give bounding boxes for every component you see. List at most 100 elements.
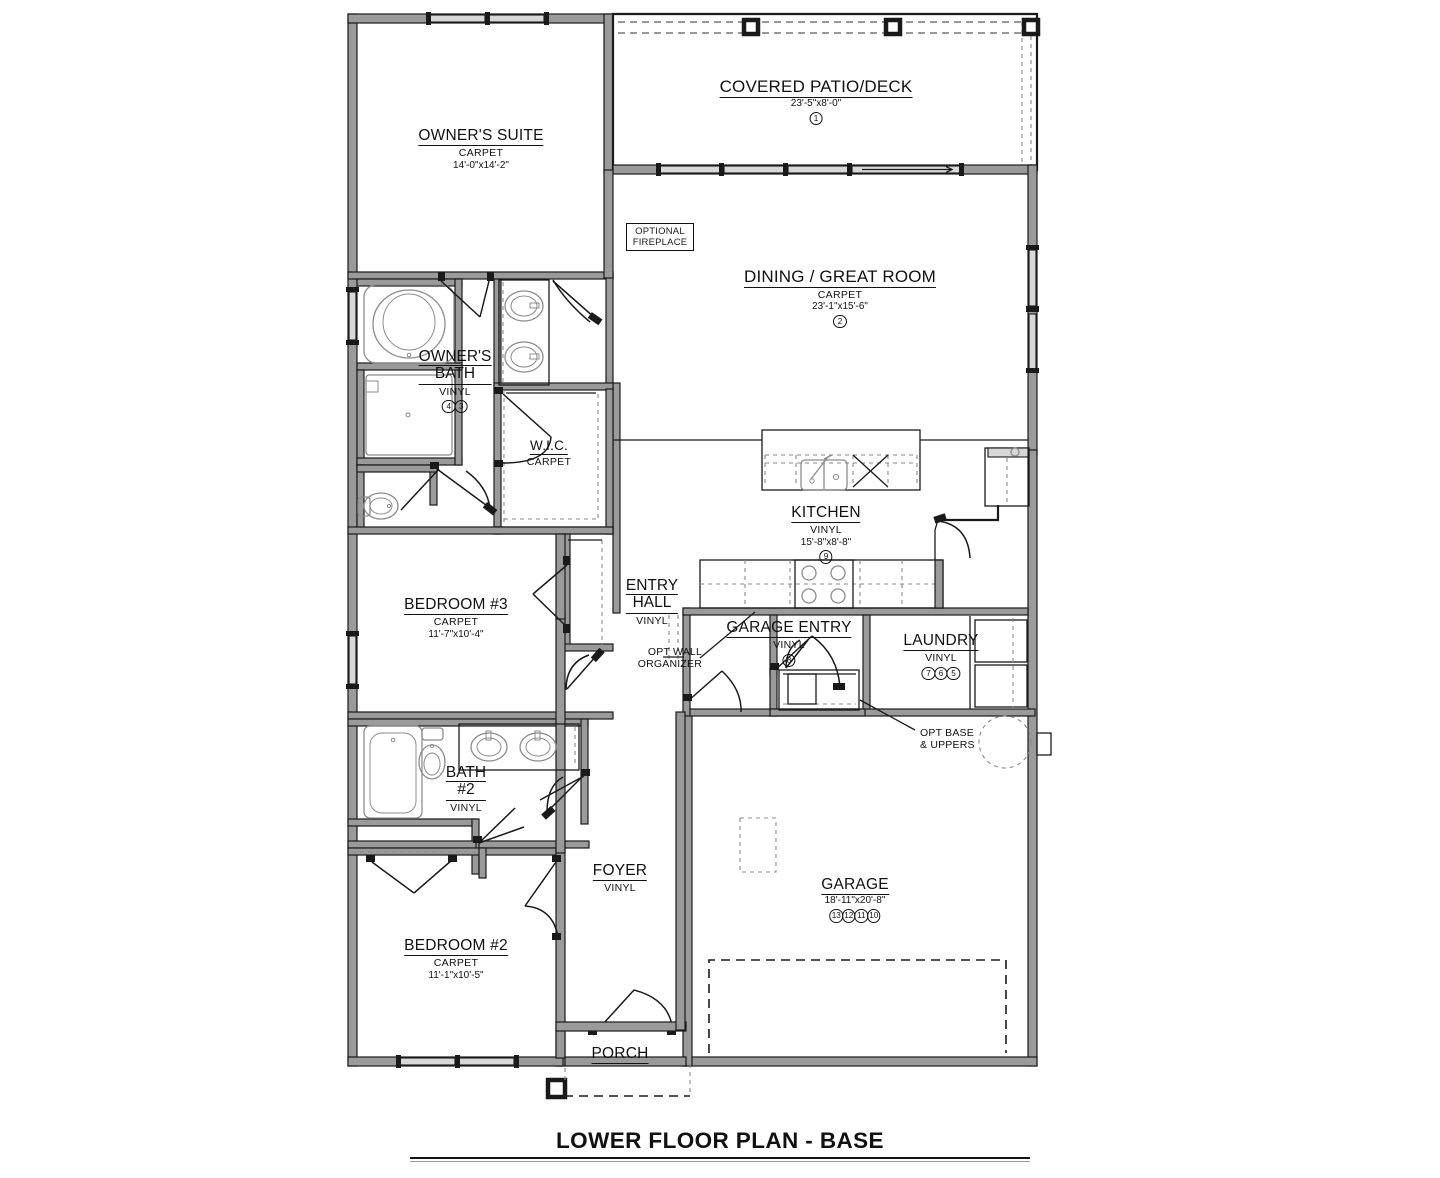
room-finish: VINYL — [439, 385, 471, 398]
room-key: 10 — [867, 909, 881, 923]
bath2-tub — [363, 725, 423, 819]
porch-post — [545, 1077, 568, 1100]
note-line2: FIREPLACE — [632, 237, 688, 248]
door-bath2 — [539, 769, 590, 820]
owners-bath-shower — [365, 374, 453, 456]
room-dimensions: 18'-11"x20'-8" — [824, 895, 886, 907]
door-wic — [494, 387, 552, 467]
door-owners-bath-entry — [552, 279, 603, 326]
room-label-owners-suite: OWNER'S SUITE CARPET 14'-0"x14'-2" — [418, 127, 544, 171]
garage-arc-marker — [978, 715, 1032, 769]
door-owners-bath — [438, 272, 494, 318]
room-finish: VINYL — [925, 652, 957, 665]
room-key: 13 — [829, 909, 843, 923]
room-key: 9 — [819, 550, 833, 564]
title-rule-heavy — [410, 1157, 1030, 1159]
kitchen-island — [761, 429, 921, 491]
owners-bath-vanity — [498, 279, 550, 386]
laundry-appliances — [969, 616, 1028, 709]
room-label-entry-hall: ENTRY HALL VINYL — [625, 577, 679, 627]
page-title: LOWER FLOOR PLAN - BASE — [556, 1128, 884, 1153]
room-finish: CARPET — [817, 289, 863, 302]
room-label-dining-great-room: DINING / GREAT ROOM CARPET 23'-1"x15'-6"… — [743, 267, 937, 329]
room-finish: VINYL — [450, 801, 482, 814]
room-name-line2: HALL — [625, 595, 679, 614]
plan-title-block: LOWER FLOOR PLAN - BASE — [0, 1128, 1440, 1162]
room-label-bedroom-3: BEDROOM #3 CARPET 11'-7"x10'-4" — [404, 596, 508, 640]
room-finish: CARPET — [433, 616, 479, 629]
owners-bath-tub — [363, 284, 455, 364]
room-name-line1: BATH — [445, 764, 487, 783]
note-line2: ORGANIZER — [637, 658, 702, 670]
door-owners-wc — [400, 462, 498, 516]
note-optional-fireplace: OPTIONAL FIREPLACE — [626, 223, 694, 251]
room-name-line1: ENTRY — [625, 577, 679, 596]
room-name: LAUNDRY — [903, 632, 979, 652]
room-finish: VINYL — [810, 524, 842, 537]
room-dimensions: 23'-1"x15'-6" — [812, 301, 868, 313]
room-dimensions: 11'-1"x10'-5" — [428, 969, 484, 981]
room-name: PORCH — [591, 1045, 649, 1065]
great-room-side-windows — [1026, 245, 1039, 373]
room-key: 6 — [934, 666, 948, 681]
kitchen-lower-cabinets — [699, 559, 944, 609]
room-name: BEDROOM #2 — [404, 937, 508, 957]
room-key-list: 9 — [791, 550, 860, 564]
door-bath2-hall — [473, 807, 525, 844]
room-name-line2: BATH — [418, 366, 492, 385]
room-name: GARAGE — [821, 876, 889, 896]
garage-slab-marker — [739, 817, 777, 873]
room-label-wic: W.I.C. CARPET — [527, 438, 571, 468]
room-key: 8 — [782, 653, 796, 668]
room-finish: VINYL — [636, 614, 668, 627]
room-label-covered-patio-deck: COVERED PATIO/DECK 23'-5"x8'-0" 1 — [719, 77, 913, 126]
room-label-bedroom-2: BEDROOM #2 CARPET 11'-1"x10'-5" — [404, 937, 508, 981]
room-dimensions: 23'-5"x8'-0" — [790, 98, 842, 110]
room-key-list: 2 — [744, 314, 936, 329]
door-bedroom2 — [524, 855, 561, 940]
door-bedroom3 — [565, 647, 605, 691]
room-label-bath-2: BATH #2 VINYL — [445, 764, 487, 814]
room-finish: VINYL — [604, 882, 636, 895]
room-key-list: 8 — [726, 653, 851, 668]
room-key: 5 — [946, 666, 961, 681]
room-label-kitchen: KITCHEN VINYL 15'-8"x8'-8" 9 — [791, 504, 861, 564]
room-label-foyer: FOYER VINYL — [592, 862, 648, 895]
room-label-garage-entry: GARAGE ENTRY VINYL 8 — [726, 619, 852, 668]
patio-post — [1021, 17, 1041, 37]
room-name: DINING / GREAT ROOM — [743, 267, 937, 289]
note-line1: OPT BASE — [920, 727, 974, 739]
patio-post — [741, 17, 761, 37]
room-key: 1 — [809, 111, 823, 126]
room-name: KITCHEN — [791, 504, 861, 524]
room-key: 11 — [854, 909, 868, 923]
door-bedroom3-closet — [532, 556, 570, 633]
bath2-toilet — [418, 727, 446, 780]
left-wall-windows — [346, 287, 359, 689]
room-key: 4 — [442, 399, 456, 414]
room-dimensions: 15'-8"x8'-8" — [800, 536, 852, 548]
room-name: GARAGE ENTRY — [726, 619, 852, 639]
room-key-list: 1 — [720, 111, 913, 126]
room-name: OWNER'S SUITE — [418, 127, 544, 147]
great-room-rear-glazing — [656, 163, 964, 176]
door-bedroom2-closet — [366, 855, 457, 894]
owners-bath-toilet — [357, 492, 399, 520]
room-finish: CARPET — [433, 957, 479, 970]
room-dimensions: 11'-7"x10'-4" — [428, 628, 484, 640]
room-name: COVERED PATIO/DECK — [719, 77, 913, 99]
room-label-porch: PORCH — [591, 1045, 649, 1065]
room-name: BEDROOM #3 — [404, 596, 508, 616]
patio-post — [883, 17, 903, 37]
room-key: 7 — [921, 666, 936, 681]
title-rule-light — [410, 1161, 1030, 1162]
room-key: 3 — [454, 399, 468, 414]
refrigerator — [984, 447, 1030, 507]
note-line1: OPTIONAL — [635, 226, 685, 237]
